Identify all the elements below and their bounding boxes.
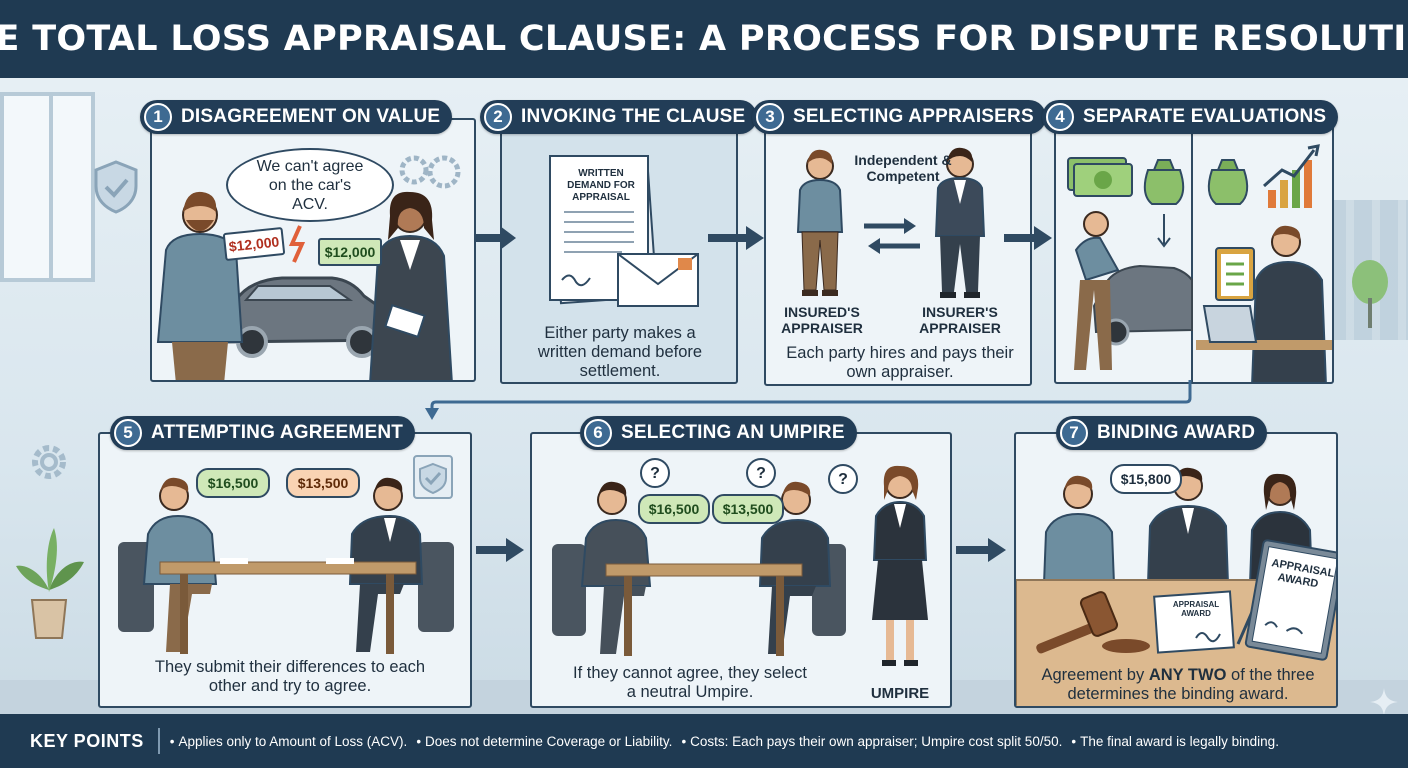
step-5-amount-b: $13,500 — [286, 468, 360, 498]
step-3-label: 3 SELECTING APPRAISERS — [752, 100, 1046, 134]
step-6-number: 6 — [584, 419, 612, 447]
step-1-label: 1 DISAGREEMENT ON VALUE — [140, 100, 453, 134]
arrow-2-to-3 — [708, 226, 764, 250]
envelope-icon — [617, 253, 699, 307]
step-3-title: SELECTING APPRAISERS — [793, 106, 1034, 127]
step-1-amount-b: $12,000 — [318, 238, 382, 266]
key-points-bar: KEY POINTS Applies only to Amount of Los… — [0, 714, 1408, 768]
step-1-speech-bubble: We can't agree on the car's ACV. — [226, 148, 394, 222]
tree-icon — [1352, 260, 1388, 328]
step-4-panel — [1054, 118, 1334, 384]
step-2-title: INVOKING THE CLAUSE — [521, 106, 746, 127]
key-point-4: The final award is legally binding. — [1071, 734, 1279, 749]
step-7-caption-pre: Agreement by — [1041, 666, 1149, 684]
arrow-5-to-6 — [476, 538, 524, 562]
plant-icon — [16, 528, 84, 639]
step-3-left-label: INSURED'S APPRAISER — [781, 304, 863, 336]
step-2-panel: WRITTEN DEMAND FOR APPRAISAL Either part… — [500, 118, 738, 384]
step-3-right-label: INSURER'S APPRAISER — [919, 304, 1001, 336]
title-bar: THE TOTAL LOSS APPRAISAL CLAUSE: A PROCE… — [0, 0, 1408, 78]
step-7-illustration — [1016, 467, 1336, 706]
step-6-amount-a: $16,500 — [638, 494, 710, 524]
step-3-note: Independent & Competent — [854, 152, 952, 184]
gavel-icon — [1036, 591, 1150, 654]
arrow-6-to-7 — [956, 538, 1006, 562]
background-window — [0, 92, 95, 282]
step-2-caption: Either party makes a written demand befo… — [537, 324, 703, 380]
step-6-umpire-label: UMPIRE — [870, 685, 930, 702]
step-6-question-a: ? — [640, 458, 670, 488]
step-3-panel: Independent & Competent INSURED'S APPRAI… — [764, 118, 1032, 386]
step-3-caption: Each party hires and pays their own appr… — [786, 344, 1014, 381]
key-point-3: Costs: Each pays their own appraiser; Um… — [681, 734, 1062, 749]
step-6-label: 6 SELECTING AN UMPIRE — [580, 416, 857, 450]
arrow-1-to-2 — [476, 226, 516, 250]
step-4-title: SEPARATE EVALUATIONS — [1083, 106, 1327, 127]
step-5-title: ATTEMPTING AGREEMENT — [151, 422, 404, 443]
step-5-illustration — [118, 477, 454, 654]
step-4-label: 4 SEPARATE EVALUATIONS — [1042, 100, 1339, 134]
step-6-title: SELECTING AN UMPIRE — [621, 422, 845, 443]
step-1-title: DISAGREEMENT ON VALUE — [181, 106, 441, 127]
step-5-number: 5 — [114, 419, 142, 447]
step-7-doc-small: APPRAISAL AWARD — [1172, 600, 1220, 618]
key-points-title: KEY POINTS — [30, 730, 144, 751]
key-point-2: Does not determine Coverage or Liability… — [416, 734, 672, 749]
key-point-1: Applies only to Amount of Loss (ACV). — [170, 734, 407, 749]
step-3-number: 3 — [756, 103, 784, 131]
key-points-separator — [157, 728, 160, 754]
step-2-document-label: WRITTEN DEMAND FOR APPRAISAL — [567, 168, 635, 203]
gear-icon — [32, 445, 66, 479]
step-5-panel: $16,500 $13,500 They submit their differ… — [98, 432, 472, 708]
arrow-4-to-5 — [425, 380, 1192, 420]
step-7-amount: $15,800 — [1110, 464, 1182, 494]
step-7-label: 7 BINDING AWARD — [1056, 416, 1268, 450]
bar-chart-icon — [1263, 144, 1320, 208]
step-1-number: 1 — [144, 103, 172, 131]
step-6-amount-b: $13,500 — [712, 494, 784, 524]
step-6-illustration — [552, 465, 928, 666]
page-title: THE TOTAL LOSS APPRAISAL CLAUSE: A PROCE… — [0, 19, 1408, 59]
step-5-label: 5 ATTEMPTING AGREEMENT — [110, 416, 416, 450]
step-2-number: 2 — [484, 103, 512, 131]
step-7-caption: Agreement by ANY TWO of the three determ… — [1028, 666, 1328, 704]
step-1-illustration — [156, 155, 461, 380]
step-7-panel: $15,800 APPRAISAL AWARD APPRAISAL AWARD … — [1014, 432, 1338, 708]
step-5-caption: They submit their differences to each ot… — [154, 658, 426, 695]
arrow-3-to-4 — [1004, 226, 1052, 250]
step-7-caption-bold: ANY TWO — [1148, 666, 1227, 684]
step-2-label: 2 INVOKING THE CLAUSE — [480, 100, 758, 134]
step-7-title: BINDING AWARD — [1097, 422, 1256, 443]
sparkle-icon — [1370, 688, 1398, 716]
step-6-caption: If they cannot agree, they select a neut… — [573, 664, 807, 701]
step-4-number: 4 — [1046, 103, 1074, 131]
step-6-question-c: ? — [828, 464, 858, 494]
step-1-panel: We can't agree on the car's ACV. $12,000… — [150, 118, 476, 382]
shield-icon — [94, 160, 138, 214]
step-7-caption-post: of the three determines the binding awar… — [1067, 666, 1315, 703]
step-7-number: 7 — [1060, 419, 1088, 447]
clipboard-icon — [413, 455, 453, 499]
step-4-illustration — [1067, 120, 1332, 382]
step-3-illustration — [796, 147, 986, 298]
step-5-amount-a: $16,500 — [196, 468, 270, 498]
step-6-question-b: ? — [746, 458, 776, 488]
step-6-panel: ? ? ? $16,500 $13,500 If they cannot agr… — [530, 432, 952, 708]
